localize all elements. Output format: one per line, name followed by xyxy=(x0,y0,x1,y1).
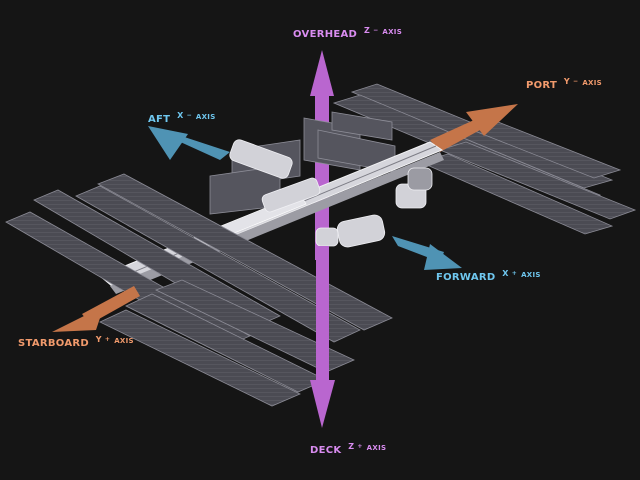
forward-label-exp: + xyxy=(511,270,518,277)
port-label-axis: AXIS xyxy=(582,79,602,87)
port-solar-arrays xyxy=(332,83,637,235)
overhead-label-exp: − xyxy=(373,27,379,34)
port-axis-arrow xyxy=(430,104,518,152)
port-label: PORT Y−AXIS xyxy=(526,76,602,92)
station-modules xyxy=(229,139,433,248)
starboard-axis-arrow xyxy=(52,286,140,332)
forward-label-name: FORWARD xyxy=(436,272,496,283)
vertical-axis-shaft-lower xyxy=(316,246,329,386)
starboard-label: STARBOARD Y+AXIS xyxy=(18,334,134,350)
starboard-label-name: STARBOARD xyxy=(18,338,89,349)
overhead-label-sign: Z xyxy=(363,26,371,35)
starboard-label-exp: + xyxy=(104,336,111,343)
port-label-exp: − xyxy=(573,78,579,85)
aft-label-name: AFT xyxy=(148,114,171,125)
deck-label-exp: + xyxy=(357,443,363,450)
overhead-label: OVERHEAD Z−AXIS xyxy=(293,25,402,41)
aft-label: AFT X−AXIS xyxy=(148,110,216,126)
port-label-name: PORT xyxy=(526,80,558,91)
overhead-label-name: OVERHEAD xyxy=(293,29,358,40)
aft-label-axis: AXIS xyxy=(195,113,216,121)
forward-label: FORWARD X+AXIS xyxy=(436,268,541,284)
overhead-arrowhead xyxy=(310,50,334,96)
forward-arrowhead xyxy=(424,244,462,270)
forward-label-axis: AXIS xyxy=(521,271,541,279)
forward-label-sign: X xyxy=(502,269,509,278)
starboard-arrowhead xyxy=(52,306,104,332)
deck-label-name: DECK xyxy=(310,445,342,456)
deck-label: DECK Z+AXIS xyxy=(310,441,386,457)
aft-arrowhead xyxy=(148,126,188,160)
port-label-sign: Y xyxy=(563,77,570,86)
aft-label-sign: X xyxy=(177,111,184,120)
overhead-label-axis: AXIS xyxy=(382,28,403,36)
deck-label-sign: Z xyxy=(348,442,355,451)
starboard-label-axis: AXIS xyxy=(114,337,134,345)
deck-arrowhead xyxy=(310,380,335,428)
deck-label-axis: AXIS xyxy=(366,444,387,452)
forward-axis-arrow xyxy=(392,236,462,270)
starboard-label-sign: Y xyxy=(95,335,102,344)
port-axis-shaft xyxy=(430,120,480,152)
port-arrowhead xyxy=(466,104,518,136)
starboard-solar-arrays xyxy=(5,173,393,407)
deck-axis-arrow xyxy=(310,246,335,428)
aft-label-exp: − xyxy=(186,112,192,119)
aft-axis-arrow xyxy=(148,126,230,160)
